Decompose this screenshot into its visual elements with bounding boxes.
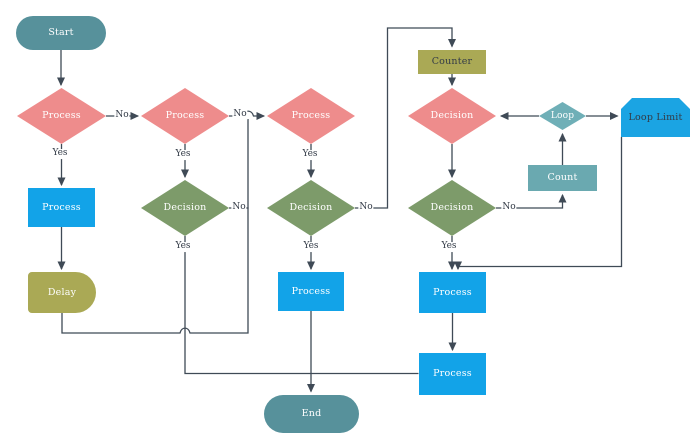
delay-shape: Delay — [28, 272, 96, 313]
end-terminator: End — [264, 395, 359, 433]
edge-label-no-1: No — [114, 110, 130, 121]
edge-label-yes-6: Yes — [440, 241, 458, 252]
loop-limit-shape: Loop Limit — [621, 98, 690, 137]
start-terminator: Start — [16, 16, 106, 50]
counter-box: Counter — [418, 50, 486, 74]
process-box-3: Process — [419, 272, 486, 313]
edge-label-yes-1: Yes — [51, 148, 69, 159]
edge-d2-procb — [184, 236, 419, 375]
process-box-2: Process — [278, 272, 344, 311]
edge-label-no-2: No — [232, 109, 248, 120]
process-box-1: Process — [28, 188, 95, 227]
edge-d4-count — [496, 193, 567, 209]
edge-label-yes-2: Yes — [174, 149, 192, 160]
edge-label-no-4: No — [358, 202, 374, 213]
edge-label-no-3: No — [231, 202, 247, 213]
process-box-4: Process — [419, 353, 486, 395]
edge-label-yes-4: Yes — [174, 241, 192, 252]
edge-label-no-5: No — [501, 202, 517, 213]
edge-looplimit-proc4 — [454, 137, 623, 271]
edge-label-yes-3: Yes — [301, 149, 319, 160]
edge-d3-counter — [355, 27, 456, 209]
count-box: Count — [528, 165, 597, 191]
edge-label-yes-5: Yes — [302, 241, 320, 252]
